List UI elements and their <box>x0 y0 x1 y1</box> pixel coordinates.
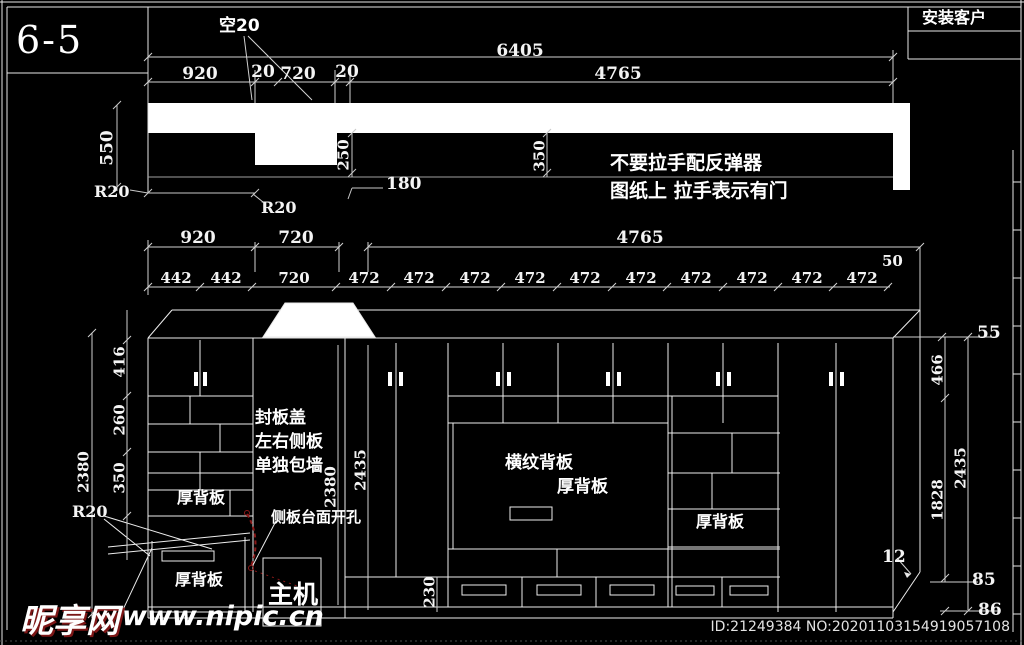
dim-r20-desk: R20 <box>72 502 108 521</box>
dim-top-920: 920 <box>182 64 218 84</box>
dim-416: 416 <box>110 346 129 378</box>
dim-720-c: 720 <box>278 269 310 287</box>
dim-472-1: 472 <box>348 269 380 287</box>
dim-top-20b: 20 <box>335 62 359 82</box>
watermark-url: www.nipic.cn <box>122 601 324 632</box>
dim-mid-720: 720 <box>278 228 314 248</box>
watermark-logo: 昵享网 <box>20 601 119 640</box>
dim-472-4: 472 <box>514 269 546 287</box>
dim-overall-6405: 6405 <box>496 41 544 61</box>
dim-472-6: 472 <box>625 269 657 287</box>
dim-12: 12 <box>882 547 906 567</box>
dim-442-a: 442 <box>160 269 192 287</box>
dim-86: 86 <box>978 600 1002 620</box>
dim-472-10: 472 <box>846 269 878 287</box>
label-side-panel-hole: 侧板台面开孔 <box>271 508 362 526</box>
label-host: 主机 <box>268 580 319 609</box>
dim-mid-920: 920 <box>180 228 216 248</box>
top-dimension-lines <box>143 35 925 310</box>
dim-1828: 1828 <box>928 479 947 521</box>
dim-472-3: 472 <box>459 269 491 287</box>
dim-right-2435: 2435 <box>951 447 970 489</box>
dim-r20-left: R20 <box>94 182 130 201</box>
sheet-number: 6-5 <box>16 18 84 62</box>
plan-view-dims <box>112 100 893 203</box>
dim-442-b: 442 <box>210 269 242 287</box>
note-line-2: 图纸上 拉手表示有门 <box>610 180 788 202</box>
label-thick-back-right: 厚背板 <box>696 512 745 531</box>
dim-350-left: 350 <box>110 462 129 494</box>
label-solo-wrap-wall: 单独包墙 <box>255 456 323 476</box>
side-dimension-lines <box>87 310 1000 619</box>
dim-85: 85 <box>972 570 996 590</box>
red-hole-marking <box>244 510 301 588</box>
gap-note-label: 空20 <box>219 16 260 36</box>
dim-inner-2380: 2380 <box>321 466 340 508</box>
plan-view-panels <box>148 103 910 190</box>
dim-472-9: 472 <box>791 269 823 287</box>
dim-notch-250: 250 <box>334 139 353 171</box>
title-block-customer: 安装客户 <box>922 8 987 27</box>
corner-seal-panel <box>262 302 376 338</box>
dim-top-20a: 20 <box>251 62 275 82</box>
door-handles <box>194 372 844 386</box>
label-back-panel-desk-front: 厚背板 <box>175 570 224 589</box>
dim-260: 260 <box>110 404 129 436</box>
dim-base-230: 230 <box>420 576 439 608</box>
dim-left-2380: 2380 <box>74 451 93 493</box>
dim-466: 466 <box>928 354 947 386</box>
dim-end-50: 50 <box>882 252 903 270</box>
dim-top-4765: 4765 <box>594 64 642 84</box>
dim-mid-4765: 4765 <box>616 228 664 248</box>
dim-350-top: 350 <box>530 140 549 172</box>
dim-depth-550: 550 <box>97 130 118 166</box>
arrow-12 <box>904 572 911 578</box>
note-line-1: 不要拉手配反弹器 <box>610 152 763 174</box>
cabinet-elevation <box>103 309 921 627</box>
label-back-panel-desk-top: 厚背板 <box>177 488 226 507</box>
image-id-number: ID:21249384 NO:20201103154919057108 <box>710 619 1010 635</box>
dim-472-5: 472 <box>569 269 601 287</box>
label-thick-back-center: 厚背板 <box>557 477 608 497</box>
label-lr-side-board: 左右侧板 <box>255 432 323 452</box>
dim-472-8: 472 <box>736 269 768 287</box>
dim-inner-2435: 2435 <box>351 449 370 491</box>
dim-472-7: 472 <box>680 269 712 287</box>
label-pattern-back-panel: 横纹背板 <box>505 453 573 473</box>
dim-472-2: 472 <box>403 269 435 287</box>
dim-55: 55 <box>977 323 1001 343</box>
dim-180: 180 <box>386 174 422 194</box>
dim-r20-mid: R20 <box>261 198 297 217</box>
label-seal-board: 封板盖 <box>255 408 306 428</box>
dim-top-720: 720 <box>280 64 316 84</box>
